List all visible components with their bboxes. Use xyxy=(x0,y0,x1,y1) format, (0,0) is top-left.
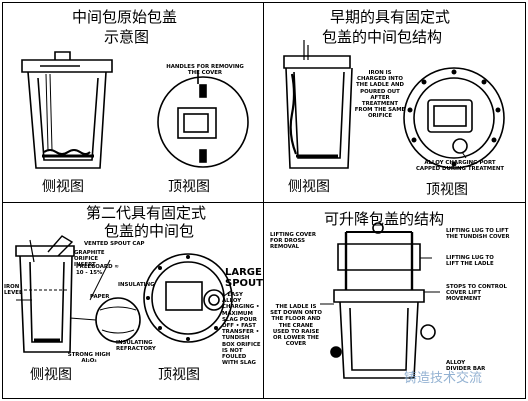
bl-insulating: INSULATING xyxy=(118,282,155,288)
tr-side-label: 侧视图 xyxy=(288,179,330,195)
tr-top-label: 顶视图 xyxy=(426,182,468,198)
br-lug-tundish: LIFTING LUG TO LIFT THE TUNDISH COVER xyxy=(446,228,510,241)
tr-top-view xyxy=(403,67,505,169)
bl-side-label: 侧视图 xyxy=(30,367,72,383)
tr-port-note: ALLOY CHARGING PORT CAPPED DURING TREATM… xyxy=(415,160,505,173)
tl-title-line1: 中间包原始包盖 xyxy=(72,8,178,26)
br-title: 可升降包盖的结构 xyxy=(324,210,445,228)
bl-iron-level: IRON LEVEL xyxy=(4,284,23,297)
horizontal-divider xyxy=(2,202,526,203)
tl-handles-note: HANDLES FOR REMOVING THE COVER xyxy=(166,64,244,77)
bl-paper: PAPER xyxy=(90,294,110,300)
tl-top-label: 顶视图 xyxy=(168,179,210,195)
bl-side-ladle xyxy=(15,235,75,353)
tl-title-line2: 示意图 xyxy=(104,28,150,46)
tr-title-line2: 包盖的中间包结构 xyxy=(322,28,443,46)
bl-vented-cap: VENTED SPOUT CAP xyxy=(84,241,145,247)
bl-top-view xyxy=(143,253,233,343)
bl-insulating-refractory: INSULATING REFRACTORY xyxy=(116,340,156,353)
br-lug-ladle: LIFTING LUG TO LIFT THE LADLE xyxy=(446,255,494,268)
bl-strong-high: STRONG HIGH Al₂O₃ xyxy=(67,352,111,365)
bl-spout-benefits: • EASY ALLOY CHARGING • MAXIMUM SLAG POU… xyxy=(222,292,261,367)
tr-side-ladle xyxy=(283,40,353,169)
bl-top-label: 顶视图 xyxy=(158,367,200,383)
tl-side-label: 侧视图 xyxy=(42,179,84,195)
vertical-divider xyxy=(263,2,264,399)
br-watermark: 铸造技术交流 xyxy=(404,371,483,386)
bl-graphite-insert: GRAPHITE ORIFICE INSERT xyxy=(74,250,105,269)
tl-side-ladle xyxy=(21,51,113,169)
bl-freeboard: FREEBOARD ≈ 10 - 15% xyxy=(76,264,119,277)
bl-title-line1: 第二代具有固定式 xyxy=(86,204,207,222)
tr-title-line1: 早期的具有固定式 xyxy=(330,8,451,26)
bl-title-line2: 包盖的中间包 xyxy=(104,222,195,240)
bl-insulating-detail xyxy=(69,259,141,343)
br-stops: STOPS TO CONTROL COVER LIFT MOVEMENT xyxy=(446,284,507,303)
br-alloy-bar: ALLOY DIVIDER BAR xyxy=(446,360,486,373)
tl-top-view xyxy=(157,70,249,168)
br-lifting-ladle xyxy=(320,222,440,379)
br-ladle-note: THE LADLE IS SET DOWN ONTO THE FLOOR AND… xyxy=(270,304,322,348)
tr-iron-note: IRON IS CHARGED INTO THE LADLE AND POURE… xyxy=(354,70,406,120)
bl-large-spout: LARGE SPOUT xyxy=(225,267,263,289)
br-lifting-cover: LIFTING COVER FOR DROSS REMOVAL xyxy=(270,232,317,251)
